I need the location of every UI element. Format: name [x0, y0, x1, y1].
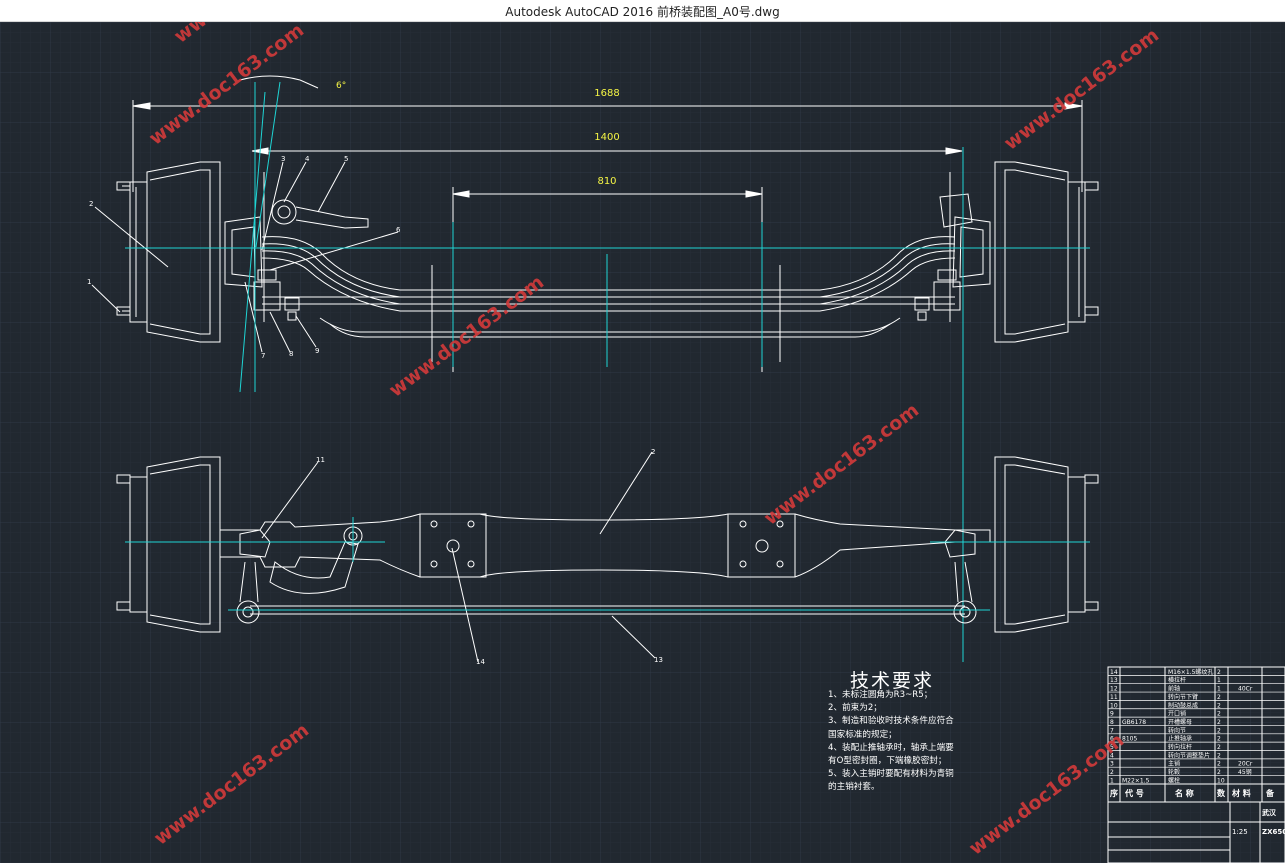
bom-cell-name: 转向节 [1168, 726, 1186, 734]
bom-cell-qty: 2 [1217, 769, 1221, 776]
bottom-view [116, 451, 1099, 663]
tech-note-4: 国家标准的规定； [828, 729, 897, 740]
bom-cell-qty: 2 [1217, 719, 1221, 726]
dim-text-1688: 1688 [594, 88, 619, 99]
bom-cell-name: 制动鼓总成 [1168, 701, 1198, 709]
bom-cell-name: 止推轴承 [1168, 735, 1192, 743]
bom-header-code: 代 号 [1124, 788, 1144, 798]
balloon-11: 11 [316, 456, 325, 464]
tech-note-7: 5、装入主销时要配有材料为青铜 [828, 769, 954, 780]
bom-cell-name: 开槽螺母 [1168, 718, 1192, 726]
title-block-text: 武汉 ZX650 1:25 [1232, 808, 1285, 836]
bom-header: 序 代 号 名 称 数 材 料 备 [1110, 788, 1275, 798]
bom-cell-qty: 2 [1217, 736, 1221, 743]
bom-header-name: 名 称 [1175, 788, 1194, 798]
balloon-5: 5 [344, 155, 348, 163]
bom-cell-no: 9 [1110, 711, 1114, 718]
window-title: Autodesk AutoCAD 2016 前桥装配图_A0号.dwg [505, 5, 780, 19]
bom-cell-no: 11 [1110, 694, 1118, 701]
bom-cell-qty: 2 [1217, 752, 1221, 759]
bom-cell-qty: 2 [1217, 761, 1221, 768]
bom-cell-material: 45钢 [1238, 768, 1252, 776]
bom-cell-code: GB6178 [1122, 719, 1146, 726]
drawing-canvas[interactable]: 1688 1400 810 6° 1 2 3 4 5 6 7 8 9 11 2 … [0, 22, 1285, 863]
tech-note-5: 4、装配止推轴承时，轴承上端要 [828, 742, 954, 753]
bom-cell-no: 8 [1110, 719, 1114, 726]
bom-cell-qty: 1 [1217, 677, 1221, 684]
bom-cell-qty: 2 [1217, 702, 1221, 709]
bom-cell-no: 1 [1110, 777, 1114, 784]
bom-cell-no: 6 [1110, 736, 1114, 743]
bom-cell-qty: 10 [1217, 777, 1225, 784]
title-block-scale: 1:25 [1232, 828, 1248, 836]
tech-requirements-title: 技术要求 [850, 670, 935, 692]
bom-cell-no: 7 [1110, 727, 1114, 734]
title-bar: Autodesk AutoCAD 2016 前桥装配图_A0号.dwg [0, 0, 1285, 22]
tech-note-3: 3、制造和验收时技术条件应符合 [828, 716, 954, 727]
bottom-view-center-lines [125, 517, 1090, 611]
bom-cell-no: 10 [1110, 702, 1118, 709]
bom-cell-qty: 2 [1217, 744, 1221, 751]
bom-cell-no: 2 [1110, 769, 1114, 776]
bom-cell-qty: 2 [1217, 669, 1221, 676]
bom-header-material: 材 料 [1232, 788, 1251, 798]
bom-cell-code: M22×1.5 [1122, 777, 1150, 784]
bom-cell-name: 轮毂 [1168, 768, 1180, 776]
balloon-13: 13 [654, 656, 663, 664]
grid [0, 22, 1285, 863]
bom-header-qty: 数 [1217, 788, 1226, 798]
balloon-7: 7 [261, 352, 265, 360]
bom-cell-material: 40Cr [1238, 686, 1253, 693]
bom-header-no: 序 [1110, 788, 1118, 798]
balloon-8: 8 [289, 350, 293, 358]
dim-text-1400: 1400 [594, 132, 619, 143]
title-block-company: 武汉 [1262, 808, 1277, 817]
bom-cell-qty: 2 [1217, 711, 1221, 718]
bom-cell-no: 3 [1110, 761, 1114, 768]
bom-cell-name: 转向拉杆 [1168, 743, 1192, 751]
bom-cell-no: 12 [1110, 686, 1118, 693]
bom-cell-no: 14 [1110, 669, 1118, 676]
top-view-center-lines [125, 81, 1090, 662]
bom-cell-name: 横拉杆 [1168, 676, 1186, 684]
bom-cell-name: 开口销 [1168, 710, 1186, 718]
balloon-1: 1 [87, 278, 91, 286]
angle-text: 6° [336, 81, 346, 91]
bom-cell-qty: 1 [1217, 686, 1221, 693]
bom-cell-no: 13 [1110, 677, 1118, 684]
bom-cell-no: 4 [1110, 752, 1114, 759]
bom-cell-qty: 2 [1217, 727, 1221, 734]
tech-requirements-notes: 1、未标注圆角为R3~R5； 2、前束为2； 3、制造和验收时技术条件应符合 国… [828, 689, 978, 795]
balloon-2b: 2 [651, 448, 655, 456]
balloon-6: 6 [396, 226, 401, 234]
balloon-9: 9 [315, 347, 319, 355]
bom-cell-qty: 2 [1217, 694, 1221, 701]
tech-note-2: 2、前束为2； [828, 703, 882, 714]
tech-note-6: 有O型密封圈，下端橡胶密封； [828, 756, 947, 767]
title-block-drawing-no: ZX650 [1262, 828, 1285, 836]
balloon-3: 3 [281, 155, 285, 163]
bom-cell-name: 转向节下臂 [1168, 693, 1198, 701]
dim-text-810: 810 [597, 176, 616, 187]
bom-cell-name: M16×1.5螺纹孔 [1168, 668, 1213, 676]
tech-note-1: 1、未标注圆角为R3~R5； [828, 690, 933, 700]
top-balloons: 1 2 3 4 5 6 7 8 9 [87, 155, 401, 360]
balloon-14: 14 [476, 658, 485, 666]
bom-cell-name: 前轴 [1168, 685, 1180, 693]
bom-cell-name: 螺栓 [1168, 776, 1180, 784]
bom-cell-material: 20Cr [1238, 761, 1253, 768]
bottom-balloons: 11 2 13 14 [316, 448, 663, 666]
bom-cell-name: 转向节调整垫片 [1168, 751, 1210, 759]
bom-cell-code: 8105 [1122, 736, 1137, 743]
bom-cell-no: 5 [1110, 744, 1114, 751]
bom-cell-name: 主销 [1168, 760, 1180, 768]
bom-header-remark: 备 [1265, 788, 1275, 798]
tech-note-8: 的主销衬套。 [828, 782, 880, 793]
balloon-4: 4 [305, 155, 310, 163]
balloon-2: 2 [89, 200, 93, 208]
cad-drawing[interactable]: 1688 1400 810 6° 1 2 3 4 5 6 7 8 9 11 2 … [0, 22, 1285, 863]
